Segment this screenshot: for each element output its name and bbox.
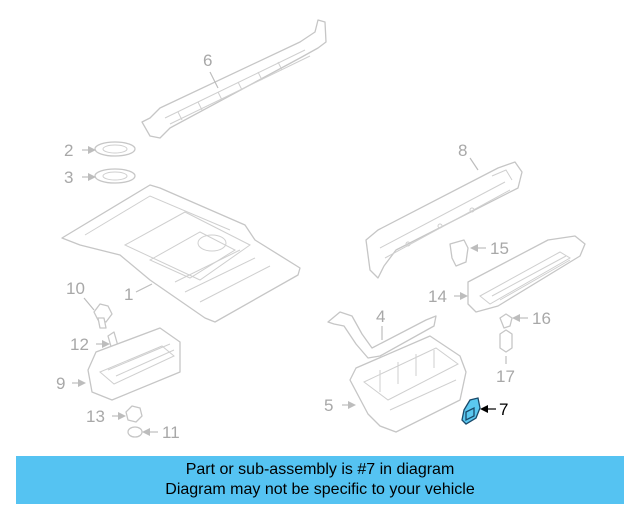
arrowhead-9 (78, 379, 86, 387)
parts-diagram: 1 2 3 4 5 6 7 8 9 10 11 12 13 14 15 16 1… (56, 19, 586, 442)
leader-line-6 (209, 71, 219, 89)
callout-3: 3 (64, 168, 73, 187)
arrowhead-11 (142, 428, 150, 436)
part-13-bolt (125, 405, 143, 423)
leader-line-8 (469, 157, 479, 171)
part-3-grommet (94, 168, 136, 184)
part-4-wheelhouse-panel (327, 311, 437, 359)
leader-line-1 (135, 283, 153, 293)
callout-11: 11 (162, 423, 180, 442)
callout-6: 6 (203, 51, 212, 70)
arrowhead-16 (512, 314, 520, 322)
arrowhead-7 (480, 405, 488, 413)
banner-part-line: Part or sub-assembly is #7 in diagram (185, 461, 455, 478)
arrowhead-3 (88, 173, 96, 181)
callout-16: 16 (532, 309, 551, 328)
callout-10: 10 (66, 279, 85, 298)
callout-1: 1 (124, 285, 133, 304)
leader-line-10 (83, 297, 95, 311)
part-9-storage-bin (87, 327, 181, 401)
part-17-fastener (499, 329, 513, 353)
callout-14: 14 (428, 287, 447, 306)
banner-disclaimer-line: Diagram may not be specific to your vehi… (165, 481, 475, 498)
callout-17: 17 (496, 367, 515, 386)
callout-15: 15 (490, 239, 509, 258)
arrowhead-14 (460, 292, 468, 300)
callout-9: 9 (56, 374, 65, 393)
arrowhead-15 (470, 244, 478, 252)
info-banner: Part or sub-assembly is #7 in diagram Di… (16, 456, 624, 504)
part-1-floor-pan (61, 184, 301, 323)
callout-2: 2 (64, 141, 73, 160)
callout-8: 8 (458, 141, 467, 160)
part-15-bracket (449, 239, 469, 267)
arrowhead-2 (88, 146, 96, 154)
callout-12: 12 (70, 335, 89, 354)
part-10-clip (93, 303, 113, 329)
part-11-nut (127, 426, 143, 438)
arrowhead-12 (102, 340, 110, 348)
part-5-step-well (349, 335, 467, 433)
callout-7: 7 (499, 400, 508, 419)
callout-13: 13 (86, 407, 105, 426)
part-14-step (467, 235, 586, 313)
callout-4: 4 (376, 307, 385, 326)
part-8-side-rail (365, 161, 523, 279)
arrowhead-5 (348, 401, 356, 409)
part-6-side-sill (141, 19, 327, 139)
arrowhead-13 (118, 412, 126, 420)
part-16-clip (499, 313, 513, 329)
part-2-grommet (94, 141, 136, 157)
callout-5: 5 (324, 396, 333, 415)
part-7-bracket-highlighted (461, 397, 481, 425)
